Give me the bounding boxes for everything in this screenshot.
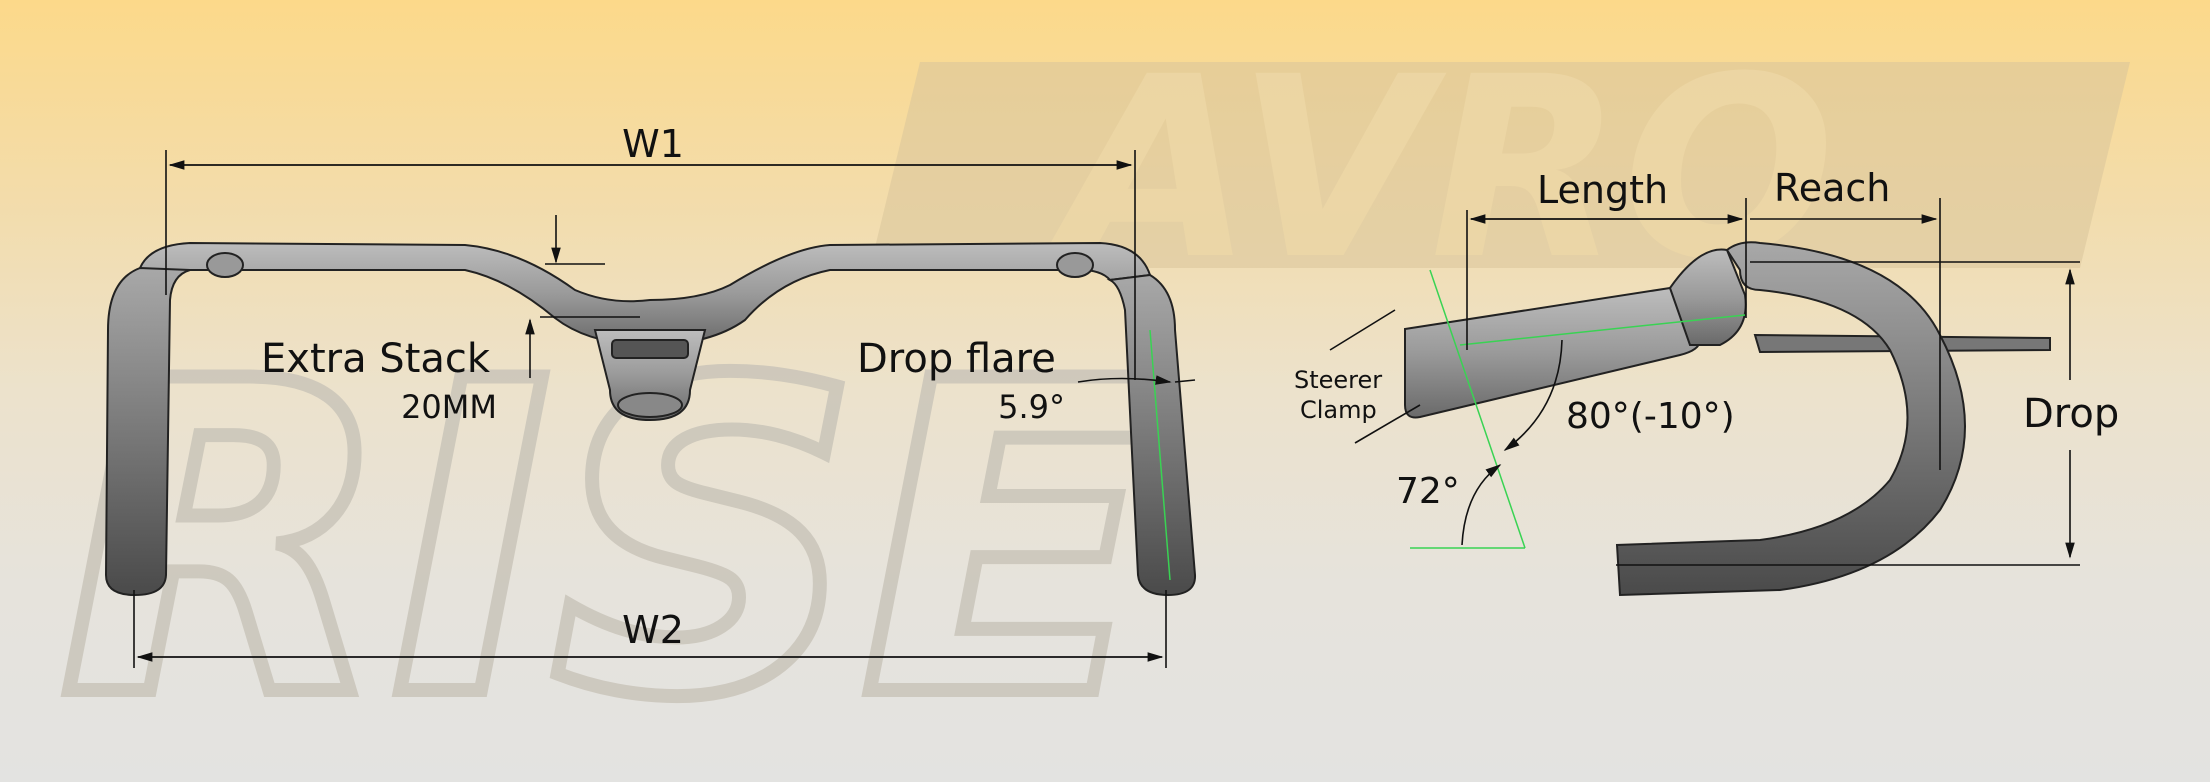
side-dimensions (1329, 198, 2080, 566)
side-view-handlebar (1404, 241, 2051, 597)
drop-flare-value: 5.9° (998, 388, 1065, 426)
extra-stack-label: Extra Stack (261, 336, 491, 382)
w2-label: W2 (622, 608, 684, 652)
extra-stack-value: 20MM (401, 388, 497, 426)
reach-label: Reach (1774, 166, 1890, 210)
brand-watermark: AVRO RISE (53, 23, 2130, 782)
length-label: Length (1537, 168, 1668, 212)
drop-flare-label: Drop flare (857, 336, 1056, 382)
head-angle-label: 72° (1396, 471, 1460, 512)
stem-angle-label: 80°(-10°) (1566, 396, 1735, 437)
drop-label: Drop (2023, 391, 2119, 437)
front-view-handlebar (104, 241, 1197, 597)
front-dimensions (133, 150, 1196, 668)
steerer-clamp-label-line2: Clamp (1300, 396, 1377, 424)
steerer-clamp-label-line1: Steerer (1294, 366, 1382, 394)
w1-label: W1 (622, 122, 684, 166)
